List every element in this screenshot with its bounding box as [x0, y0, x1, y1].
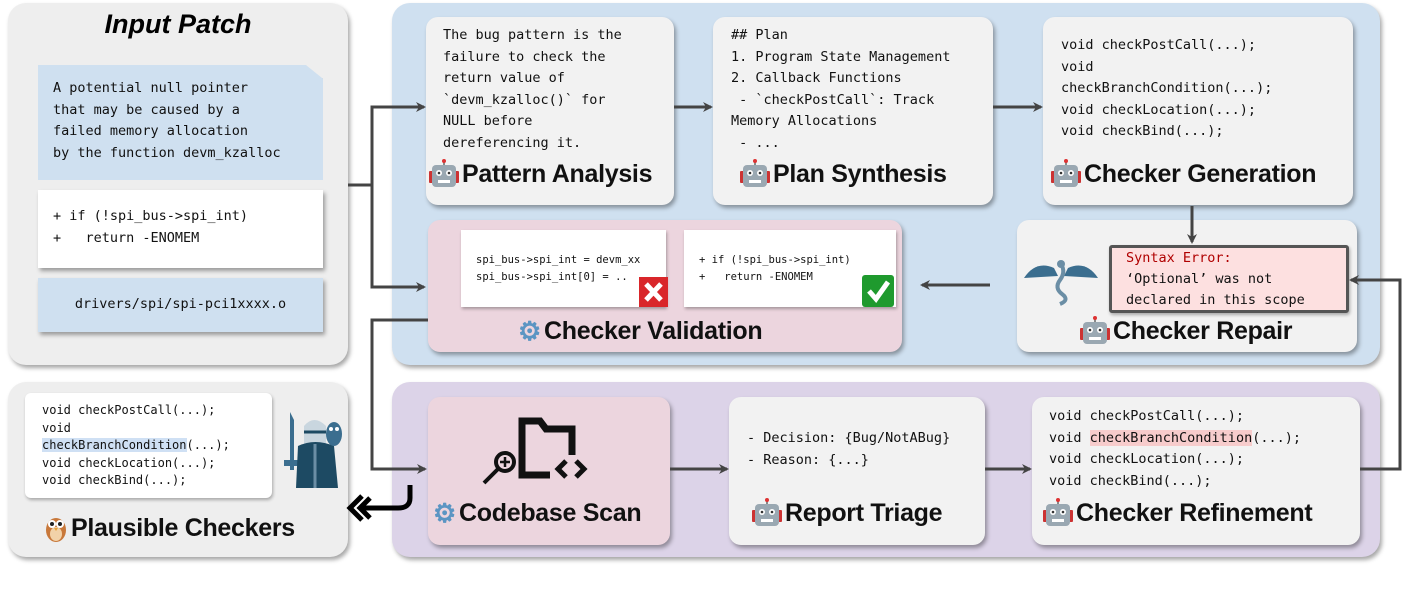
plausible-checkers-title: Plausible Checkers	[43, 513, 295, 543]
text-line: void checkPostCall(...);	[1061, 37, 1257, 53]
robot-icon	[1051, 159, 1081, 187]
title-text: Checker Repair	[1113, 316, 1293, 345]
bug-description-text: A potential null pointer that may be cau…	[53, 78, 281, 164]
plan-synthesis-box: ## Plan 1. Program State Management 2. C…	[713, 17, 993, 205]
title-text: Plausible Checkers	[71, 513, 295, 542]
checker-generation-title: Checker Generation	[1050, 159, 1316, 189]
knight-owl-icon	[284, 412, 342, 488]
robot-icon	[1043, 498, 1073, 526]
gear-icon: ⚙	[433, 498, 457, 528]
highlighted-function: checkBranchCondition	[1089, 429, 1253, 446]
failing-test-box: spi_bus->spi_int = devm_xx spi_bus->spi_…	[461, 230, 668, 307]
file-path-box: drivers/spi/spi-pci1xxxx.o	[38, 278, 323, 332]
text-line: The bug pattern is the	[443, 27, 622, 43]
code-line: void checkBind(...);	[1049, 472, 1212, 489]
pattern-analysis-title: Pattern Analysis	[428, 159, 652, 189]
code-line: + return -ENOMEM	[699, 271, 813, 283]
codebase-scan-box: ⚙Codebase Scan	[428, 397, 670, 545]
bug-description-note: A potential null pointer that may be cau…	[38, 65, 323, 180]
pattern-analysis-box: The bug pattern is the failure to check …	[426, 17, 674, 205]
checker-refinement-title: Checker Refinement	[1042, 498, 1313, 528]
report-triage-title: Report Triage	[751, 498, 943, 528]
error-line: ‘Optional’ was not	[1126, 271, 1273, 287]
highlighted-function: checkBranchCondition	[42, 438, 187, 452]
text-line: Memory Allocations	[731, 113, 878, 129]
title-text: Plan Synthesis	[773, 159, 947, 188]
code-prefix: void	[1049, 429, 1090, 446]
text-line: 2. Callback Functions	[731, 70, 902, 86]
code-line: void checkPostCall(...);	[1049, 408, 1245, 424]
robot-icon	[429, 159, 459, 187]
text-line: failure to check the	[443, 48, 606, 65]
text-line: void checkLocation(...);	[1061, 101, 1257, 118]
passing-test-box: + if (!spi_bus->spi_int) + return -ENOME…	[684, 230, 896, 307]
text-line: ## Plan	[731, 27, 788, 43]
patch-code-box: + if (!spi_bus->spi_int) + return -ENOME…	[38, 190, 323, 268]
code-line: void	[42, 420, 71, 435]
owl-icon	[46, 518, 66, 542]
file-path: drivers/spi/spi-pci1xxxx.o	[74, 296, 287, 312]
code-line: void checkLocation(...);	[1049, 451, 1245, 467]
report-triage-box: - Decision: {Bug/NotABug} - Reason: {...…	[729, 397, 985, 545]
text-line: - ...	[731, 134, 780, 151]
text-line: NULL before	[443, 113, 533, 129]
code-line: void checkBranchCondition(...);	[1049, 428, 1301, 450]
code-line: void checkLocation(...);	[42, 455, 216, 470]
title-text: Checker Refinement	[1076, 498, 1313, 527]
text-line: - Reason: {...}	[747, 451, 869, 468]
description-line: A potential null pointer	[53, 80, 249, 96]
code-line: + if (!spi_bus->spi_int)	[699, 254, 851, 266]
code-line: + return -ENOMEM	[53, 229, 200, 246]
code-line: void checkBind(...);	[42, 473, 187, 487]
input-patch-title: Input Patch	[104, 9, 252, 39]
code-line: spi_bus->spi_int[0] = ..	[476, 271, 628, 283]
llvm-dragon-logo	[1024, 260, 1098, 306]
checker-repair-title: Checker Repair	[1079, 316, 1293, 346]
checker-repair-box: Syntax Error: ‘Optional’ was not declare…	[1017, 220, 1357, 352]
plausible-checkers-panel: void checkPostCall(...); void checkBranc…	[8, 382, 348, 557]
red-cross-icon	[639, 277, 668, 307]
title-text: Codebase Scan	[459, 499, 642, 527]
text-line: dereferencing it.	[443, 134, 582, 151]
robot-icon	[740, 159, 770, 187]
checker-validation-title: ⚙Checker Validation	[518, 316, 763, 347]
code-line: spi_bus->spi_int = devm_xx	[476, 254, 641, 266]
syntax-error-box: Syntax Error: ‘Optional’ was not declare…	[1109, 245, 1349, 313]
folder-code-search-icon	[482, 417, 588, 485]
code-suffix: (...);	[186, 438, 230, 452]
error-title: Syntax Error:	[1126, 250, 1232, 266]
code-suffix: (...);	[1252, 429, 1301, 446]
code-line: + if (!spi_bus->spi_int)	[53, 208, 249, 224]
robot-icon	[752, 498, 782, 526]
text-line: `devm_kzalloc()` for	[443, 91, 606, 108]
text-line: void checkBind(...);	[1061, 123, 1224, 139]
code-line: checkBranchCondition(...);	[42, 437, 230, 455]
text-line: - Decision: {Bug/NotABug}	[747, 430, 951, 446]
checker-refinement-box: void checkPostCall(...); void checkBranc…	[1032, 397, 1360, 545]
title-text: Checker Validation	[544, 317, 763, 345]
gear-icon: ⚙	[518, 316, 542, 346]
description-line: by the function devm_kzalloc	[53, 144, 281, 161]
code-line: void checkPostCall(...);	[42, 403, 216, 417]
title-text: Checker Generation	[1084, 159, 1317, 188]
title-text: Pattern Analysis	[462, 159, 653, 188]
plan-synthesis-title: Plan Synthesis	[739, 159, 947, 189]
description-line: failed memory allocation	[53, 123, 249, 139]
text-line: void	[1061, 58, 1094, 75]
codebase-scan-title: ⚙Codebase Scan	[433, 498, 642, 529]
error-line: declared in this scope	[1126, 292, 1305, 308]
plausible-checker-code: void checkPostCall(...); void checkBranc…	[25, 393, 272, 498]
green-check-icon	[862, 275, 894, 307]
description-line: that may be caused by a	[53, 101, 240, 118]
text-line: 1. Program State Management	[731, 48, 951, 65]
text-line: return value of	[443, 70, 565, 86]
checker-generation-box: void checkPostCall(...); void checkBranc…	[1043, 17, 1353, 205]
text-line: checkBranchCondition(...);	[1061, 80, 1273, 96]
title-text: Report Triage	[785, 498, 943, 527]
robot-icon	[1080, 316, 1110, 344]
text-line: - `checkPostCall`: Track	[731, 91, 935, 108]
checker-validation-box: spi_bus->spi_int = devm_xx spi_bus->spi_…	[428, 220, 902, 352]
